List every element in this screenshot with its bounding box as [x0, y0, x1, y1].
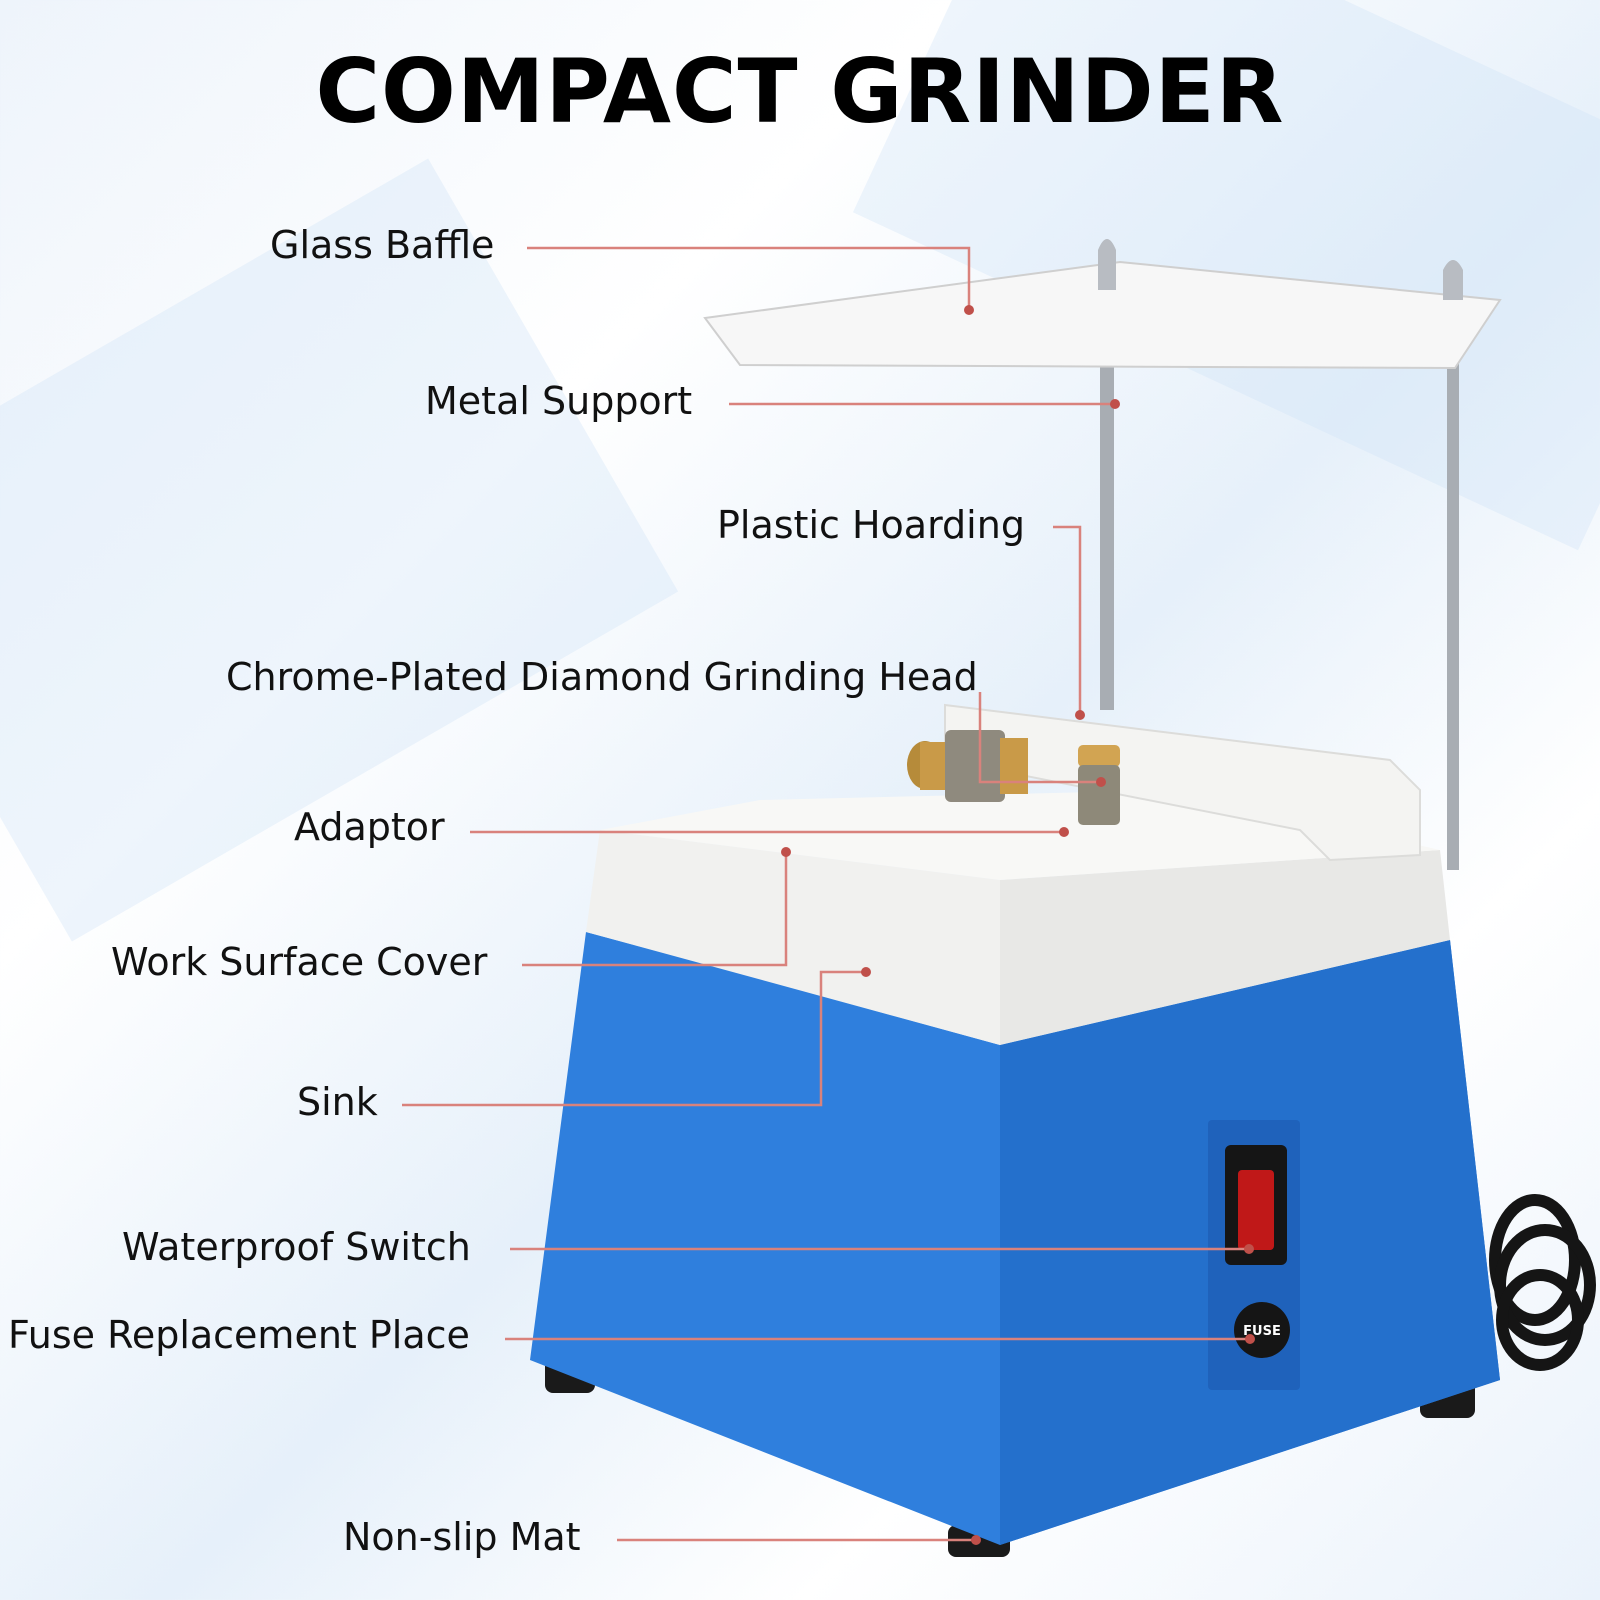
- label-non-slip-mat: Non-slip Mat: [343, 1515, 581, 1559]
- support-cap-left: [1098, 239, 1116, 290]
- metal-support-right: [1447, 300, 1459, 870]
- white-cover-front: [586, 830, 1000, 1045]
- leader-plastic-hoarding: [1053, 525, 1082, 715]
- leader-work-surface: [522, 852, 788, 967]
- dot-plastic-hoarding: [1075, 710, 1085, 720]
- label-plastic-hoarding: Plastic Hoarding: [717, 503, 1025, 547]
- label-sink: Sink: [297, 1080, 378, 1124]
- rocker-switch: [1238, 1170, 1274, 1250]
- fuse-holder: [1234, 1302, 1290, 1358]
- label-metal-support: Metal Support: [425, 379, 693, 423]
- page-title: COMPACT GRINDER: [315, 40, 1285, 143]
- support-cap-right: [1443, 260, 1463, 300]
- grinding-head: [907, 730, 1120, 825]
- label-fuse-replacement-place: Fuse Replacement Place: [8, 1313, 470, 1357]
- label-waterproof-switch: Waterproof Switch: [122, 1225, 471, 1269]
- white-cover-right: [1000, 850, 1450, 1045]
- dot-grinding-head: [1096, 777, 1106, 787]
- metal-support-left: [1100, 290, 1114, 710]
- leader-glass-baffle: [527, 246, 971, 310]
- dot-sink: [861, 967, 871, 977]
- dot-work-surface: [781, 847, 791, 857]
- label-adaptor: Adaptor: [294, 805, 445, 849]
- label-work-surface-cover: Work Surface Cover: [111, 940, 488, 984]
- dot-switch: [1244, 1244, 1254, 1254]
- dot-metal-support: [1110, 399, 1120, 409]
- leader-grinding-head: [978, 692, 1101, 784]
- label-glass-baffle: Glass Baffle: [270, 223, 495, 267]
- dot-adaptor: [1059, 827, 1069, 837]
- dot-fuse: [1245, 1334, 1255, 1344]
- leader-sink: [402, 970, 866, 1107]
- dot-glass-baffle: [964, 305, 974, 315]
- label-grinding-head: Chrome-Plated Diamond Grinding Head: [226, 655, 978, 699]
- dot-non-slip-mat: [971, 1535, 981, 1545]
- power-cord: [1489, 1194, 1596, 1371]
- glass-baffle: [703, 260, 1502, 370]
